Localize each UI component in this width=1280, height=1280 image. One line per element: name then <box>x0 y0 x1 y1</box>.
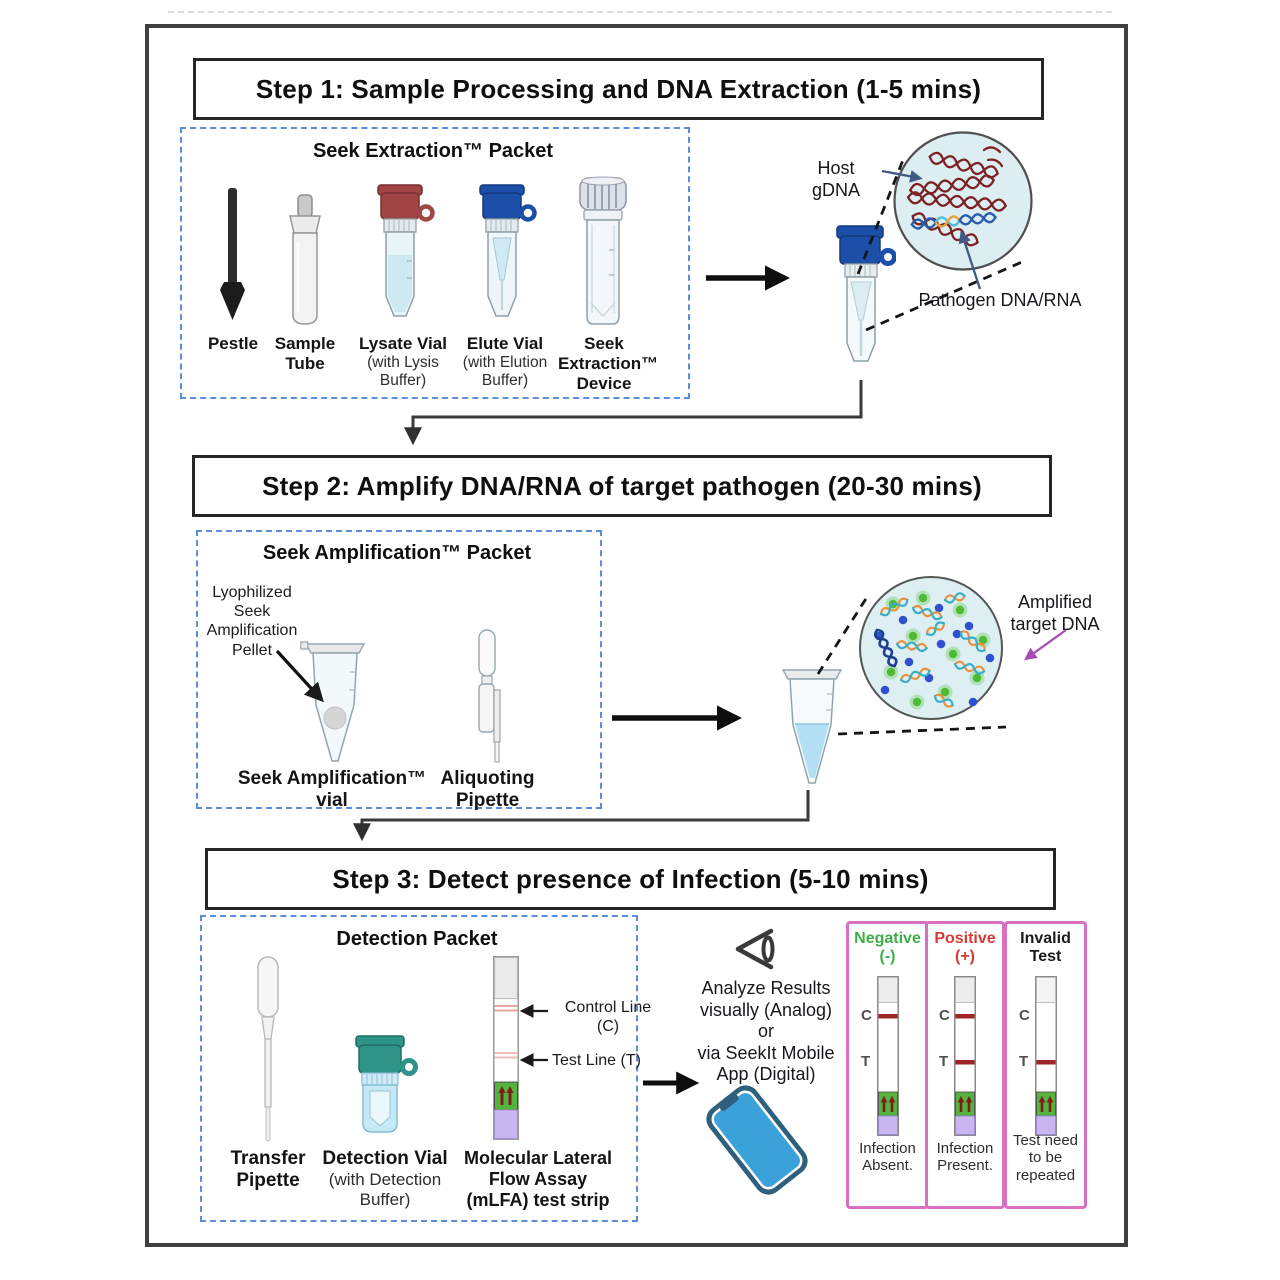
mlfa-strip-label: Molecular Lateral Flow Assay (mLFA) test… <box>463 1148 613 1211</box>
elute-vial-label: Elute Vial (with Elution Buffer) <box>452 334 558 390</box>
amplification-vial-icon <box>300 641 366 762</box>
pestle-label: Pestle <box>207 334 259 353</box>
step3-header: Step 3: Detect presence of Infection (5-… <box>205 848 1056 910</box>
step3-title: Step 3: Detect presence of Infection (5-… <box>332 863 929 894</box>
negative-sign: (-) <box>879 947 896 965</box>
invalid-t-label: T <box>1019 1053 1029 1070</box>
step2-title: Step 2: Amplify DNA/RNA of target pathog… <box>262 470 982 501</box>
elute-vial-icon <box>479 184 537 317</box>
invalid-title: Invalid Test <box>1020 930 1071 965</box>
analyze-results-note: Analyze Results visually (Analog) or via… <box>697 978 835 1085</box>
negative-c-label: C <box>861 1007 872 1024</box>
smartphone-icon <box>706 1085 808 1195</box>
result-card-invalid: Invalid Test C T Test need to be repeate… <box>1004 921 1087 1209</box>
seek-extraction-device-label: Seek Extraction™ Device <box>558 334 659 394</box>
amplicon-helices <box>873 592 986 708</box>
eye-icon <box>735 928 775 970</box>
lysate-vial-sub: (with Lysis Buffer) <box>367 354 439 389</box>
sample-tube-label: Sample Tube <box>274 334 336 374</box>
amplified-target-dna-label: Amplified target DNA <box>1010 592 1100 634</box>
positive-caption: Infection Present. <box>936 1140 994 1175</box>
top-faint-divider <box>168 11 1112 13</box>
lysate-vial-name: Lysate Vial <box>359 334 447 353</box>
negative-t-label: T <box>861 1053 871 1070</box>
transfer-pipette-label: Transfer Pipette <box>230 1148 306 1192</box>
step1-header: Step 1: Sample Processing and DNA Extrac… <box>193 58 1044 120</box>
detection-vial-sub: (with Detection Buffer) <box>328 1170 442 1209</box>
result-card-positive: Positive (+) C T Infection Present. <box>925 921 1005 1209</box>
invalid-caption: Test need to be repeated <box>1012 1132 1079 1184</box>
extracted-sample-vial-icon <box>836 225 896 362</box>
seek-extraction-device-icon <box>579 176 627 325</box>
lysate-vial-icon <box>377 184 435 317</box>
invalid-c-label: C <box>1019 1007 1030 1024</box>
step1-title: Step 1: Sample Processing and DNA Extrac… <box>255 73 982 104</box>
aliquoting-pipette-label: Aliquoting Pipette <box>440 768 535 812</box>
positive-sign: (+) <box>955 947 975 965</box>
mlfa-strip-icon <box>493 956 519 1140</box>
transfer-pipette-icon <box>257 956 279 1142</box>
step2-header: Step 2: Amplify DNA/RNA of target pathog… <box>192 455 1052 517</box>
pestle-icon <box>220 188 245 320</box>
host-gdna-label: Host gDNA <box>811 158 860 200</box>
extraction-packet-title: Seek Extraction™ Packet <box>312 140 554 162</box>
result-card-negative: Negative (-) C T Infection Absent. <box>846 921 929 1209</box>
positive-title: Positive <box>934 930 996 947</box>
pathogen-dna-label: Pathogen DNA/RNA <box>918 290 1082 310</box>
negative-caption: Infection Absent. <box>859 1140 916 1175</box>
amplified-sample-tube-icon <box>781 669 843 784</box>
amplification-vial-label: Seek Amplification™ vial <box>237 768 427 812</box>
dna-magnifier-circle <box>893 131 1033 271</box>
amplification-packet-title: Seek Amplification™ Packet <box>262 542 532 564</box>
positive-strip <box>954 976 976 1136</box>
detection-packet-title: Detection Packet <box>336 928 498 950</box>
negative-title: Negative <box>854 930 921 947</box>
elute-vial-sub: (with Elution Buffer) <box>462 354 548 389</box>
negative-strip <box>877 976 899 1136</box>
detection-vial-icon <box>355 1035 418 1133</box>
positive-c-label: C <box>939 1007 950 1024</box>
invalid-strip <box>1035 976 1057 1136</box>
lysate-vial-label: Lysate Vial (with Lysis Buffer) <box>352 334 454 390</box>
amplified-dna-circle <box>859 576 1003 720</box>
test-line-note: Test Line (T) <box>552 1052 641 1069</box>
control-line-note: Control Line (C) <box>564 999 652 1036</box>
detection-vial-label: Detection Vial (with Detection Buffer) <box>310 1148 460 1210</box>
positive-t-label: T <box>939 1053 949 1070</box>
detection-vial-name: Detection Vial <box>322 1148 448 1169</box>
aliquoting-pipette-icon <box>478 629 501 763</box>
lyophilized-pellet-note: Lyophilized Seek Amplification Pellet <box>206 584 298 659</box>
sample-tube-icon <box>289 194 321 325</box>
pathogen-strand <box>910 212 997 230</box>
elute-vial-name: Elute Vial <box>466 334 544 353</box>
